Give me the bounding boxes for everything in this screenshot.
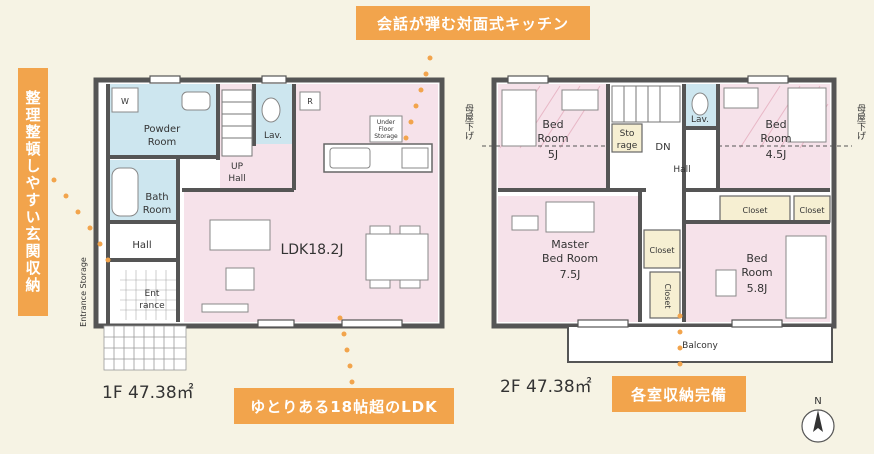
sink-icon xyxy=(329,147,371,169)
closet-label-58: Closet xyxy=(663,284,672,309)
north-compass: N xyxy=(801,396,835,443)
lav-1f-label: Lav. xyxy=(264,131,282,141)
closets xyxy=(611,123,831,319)
stairs-2f xyxy=(611,85,681,123)
dining-table-icon xyxy=(365,225,429,289)
callout-kitchen: 会話が弾む対面式キッチン xyxy=(356,6,590,40)
toilet-2f-icon xyxy=(691,92,709,116)
entrance-label-2: rance xyxy=(139,301,165,311)
powder-room-label-1: Powder xyxy=(144,124,181,135)
windows-2f xyxy=(507,75,789,328)
bed5-label-3: 5J xyxy=(548,148,558,161)
closet-label-master: Closet xyxy=(650,246,675,255)
sofa-icon xyxy=(209,219,271,291)
dn-label: DN xyxy=(655,142,670,153)
under-floor-label-3: Storage xyxy=(374,133,398,140)
under-floor-label-2: Floor xyxy=(379,126,394,133)
entrance-label-1: Ent xyxy=(145,289,160,299)
floor-2-area: 2F 47.38㎡ xyxy=(500,377,592,397)
under-floor-box xyxy=(369,115,403,143)
tv-icon xyxy=(201,303,249,313)
closet-label-45a: Closet xyxy=(743,206,768,215)
bed58-label-2: Room xyxy=(741,266,772,279)
floor-1-area: 1F 47.38㎡ xyxy=(102,383,194,403)
furniture-2f xyxy=(501,87,827,319)
powder-room-label-2: Room xyxy=(148,137,176,148)
bed45-label-1: Bed xyxy=(765,118,786,131)
toilet-icon xyxy=(261,97,281,123)
storage-label-2: rage xyxy=(617,141,638,151)
master-label-3: 7.5J xyxy=(560,268,581,281)
windows-1f xyxy=(149,75,403,328)
basin-icon xyxy=(181,91,211,111)
hall-1f-label: Hall xyxy=(132,240,151,251)
balcony xyxy=(567,325,833,363)
storage-label-1: Sto xyxy=(620,129,635,139)
bed45-label-3: 4.5J xyxy=(766,148,787,161)
entrance-storage-label: Entrance Storage xyxy=(79,257,88,327)
bed58-label-1: Bed xyxy=(746,252,767,265)
compass-label: N xyxy=(814,396,821,407)
master-label-1: Master xyxy=(551,238,589,251)
bathtub-icon xyxy=(111,167,139,217)
r-mark: R xyxy=(307,97,313,106)
bed5-label-2: Room xyxy=(537,132,568,145)
lav-2f-label: Lav. xyxy=(691,115,709,125)
refrigerator-box xyxy=(299,91,321,111)
closet-label-45b: Closet xyxy=(800,206,825,215)
entrance-tiles xyxy=(103,325,187,371)
bath-room-label-1: Bath xyxy=(145,192,168,203)
ldk-label: LDK18.2J xyxy=(280,242,343,258)
hall-2f-label: Hall xyxy=(673,165,690,175)
floor-1-plan: W Powder Room Bath Room Lav. UP Hall R U… xyxy=(79,75,445,371)
callout-entrance-storage: 整理整頓しやすい玄関収納 xyxy=(18,68,48,316)
callout-connectors xyxy=(51,55,683,385)
loft-left-label: 母屋下げ xyxy=(463,104,474,140)
stove-icon xyxy=(401,147,429,169)
entrance-floor-grid xyxy=(120,270,176,320)
bath-room-label-2: Room xyxy=(143,205,171,216)
w-mark: W xyxy=(121,97,129,106)
master-label-2: Bed Room xyxy=(542,252,598,265)
loft-right-label: 母屋下げ xyxy=(855,104,866,140)
up-hall-label-1: UP xyxy=(231,162,244,172)
callout-ldk: ゆとりある18帖超のLDK xyxy=(234,388,454,424)
up-hall-label-2: Hall xyxy=(228,174,245,184)
under-floor-label-1: Under xyxy=(377,119,396,126)
bed58-label-3: 5.8J xyxy=(747,282,768,295)
floor-2-plan: Bed Room 5J Sto rage DN Lav. Bed Room 4.… xyxy=(463,75,866,363)
balcony-label: Balcony xyxy=(682,341,718,351)
bed5-label-1: Bed xyxy=(542,118,563,131)
bed45-label-2: Room xyxy=(760,132,791,145)
stairs-1f xyxy=(221,89,253,157)
callout-closets: 各室収納完備 xyxy=(612,376,746,412)
compass-needle-icon xyxy=(813,410,823,432)
washer-icon xyxy=(111,87,139,113)
